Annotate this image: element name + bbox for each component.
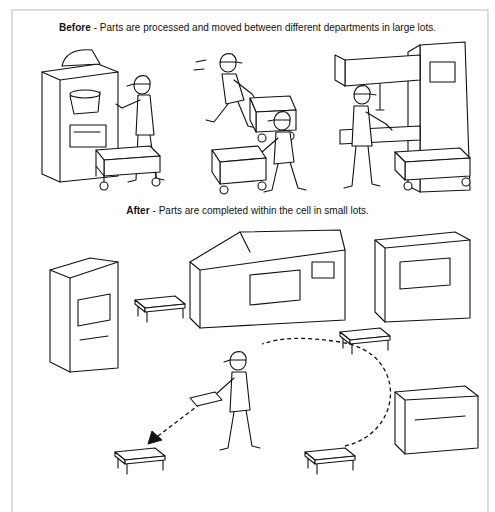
worker-body <box>222 74 244 104</box>
worker-middle-upper <box>194 54 256 128</box>
figure-frame <box>12 10 488 512</box>
cell-machine-left <box>50 258 118 372</box>
tray-side <box>115 452 125 464</box>
cart-middle-lower <box>212 146 266 194</box>
cart-side <box>395 152 405 180</box>
machine-panel-line <box>74 131 100 132</box>
cart-front <box>104 156 160 176</box>
machine-panel <box>312 262 334 278</box>
machine-right-top <box>335 42 470 192</box>
worker-legs <box>206 102 256 128</box>
machine-arm <box>345 55 420 86</box>
cart-side <box>212 150 220 184</box>
worker-cap <box>127 76 150 86</box>
cell-machine-bottom-right <box>395 386 478 454</box>
worker-arm <box>366 112 392 130</box>
machine-panel <box>70 125 106 147</box>
cell-machine-right <box>375 232 470 322</box>
flow-path <box>262 338 391 446</box>
motion-lines <box>194 60 206 70</box>
stage-heading: Before <box>59 22 91 33</box>
worker-cap <box>220 54 242 63</box>
machine-body <box>395 386 478 454</box>
worker-legs <box>264 162 306 192</box>
cart-right-top <box>395 148 470 190</box>
tray-front <box>145 304 185 312</box>
cart-left-top <box>96 146 160 190</box>
worker-body <box>230 372 250 412</box>
cart-wheel <box>258 134 266 142</box>
machine-spindle <box>376 84 384 110</box>
machine-arm-end <box>335 55 345 86</box>
cell-worker <box>190 352 260 450</box>
worker-body <box>352 106 372 146</box>
worker-arm <box>262 138 278 152</box>
cart-side <box>96 150 104 176</box>
cell-tray <box>135 296 185 322</box>
worker-arm <box>116 100 140 108</box>
machine-body <box>190 230 345 328</box>
cart-wheel <box>258 182 266 190</box>
cell-tray <box>305 448 355 474</box>
caption-line: Before- Parts are processed and moved be… <box>0 22 495 34</box>
machine-head <box>62 50 100 66</box>
cart-wheel <box>404 182 412 190</box>
cart-front <box>405 158 470 180</box>
tray-front <box>125 456 165 464</box>
worker-right-top <box>344 86 392 188</box>
stage-heading: After <box>126 205 149 216</box>
machine-window <box>78 294 110 326</box>
machine-body <box>50 258 118 372</box>
machine-edge <box>375 240 470 322</box>
machine-edge <box>190 232 345 328</box>
tray-side <box>340 332 350 344</box>
tray-front <box>350 336 390 344</box>
machine-bowl-rim <box>70 90 100 98</box>
machine-panel <box>430 62 455 82</box>
machine-opening <box>250 270 300 305</box>
flow-arrowhead <box>148 431 162 444</box>
cell-machine-center <box>190 230 345 328</box>
stage-description: - Parts are completed within the cell in… <box>153 205 369 216</box>
worker-cap <box>224 352 246 362</box>
machine-body <box>375 232 470 322</box>
worker-middle-lower <box>262 112 306 192</box>
tray-side <box>135 300 145 312</box>
machine-edge <box>395 392 478 454</box>
tray-front <box>315 456 355 464</box>
cart-front <box>220 158 266 184</box>
stage-description: - Parts are processed and moved between … <box>94 22 436 33</box>
worker-arm <box>234 80 256 100</box>
cart-wheel <box>220 186 228 194</box>
worker-cap <box>268 112 290 121</box>
worker-legs <box>344 146 380 188</box>
cart-wheel <box>152 178 160 186</box>
held-part <box>190 392 222 406</box>
cart-side <box>250 98 256 132</box>
cart-wheel <box>100 182 108 190</box>
flow-path <box>158 404 200 436</box>
worker-legs <box>220 410 260 450</box>
machine-screen <box>400 258 450 289</box>
machine-edge <box>50 262 118 372</box>
machine-slot <box>415 416 465 420</box>
cell-tray <box>115 448 165 474</box>
cart-top <box>250 96 296 112</box>
cart-front <box>256 110 296 132</box>
cart-wheel <box>462 178 470 186</box>
worker-cap <box>354 86 376 95</box>
machine-slot <box>80 336 108 340</box>
caption-line: After - Parts are completed within the ce… <box>0 205 495 217</box>
worker-body <box>274 132 294 164</box>
tray-side <box>305 452 315 464</box>
